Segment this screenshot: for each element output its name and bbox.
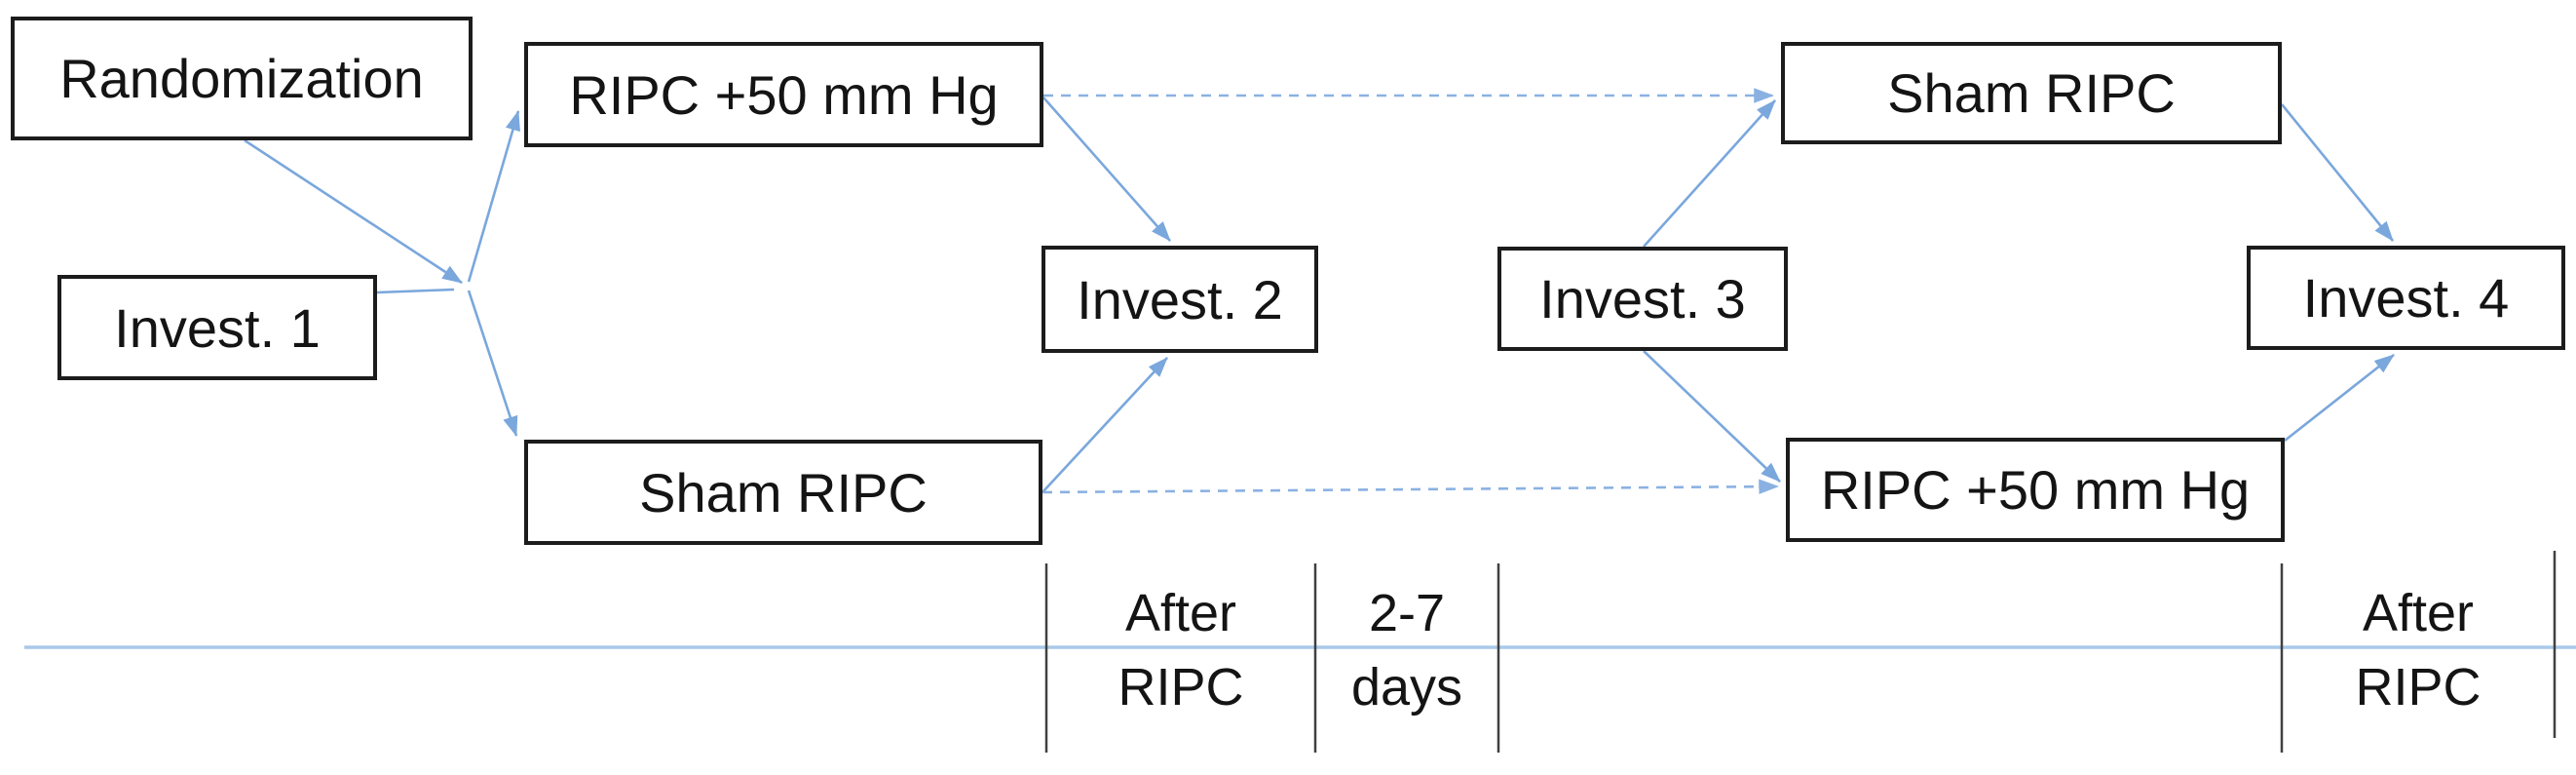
- timeline-label-days-2-7: 2-7 days: [1350, 584, 1463, 717]
- edge-ripc-right-to-invest4: [2284, 353, 2395, 443]
- node-invest-3: Invest. 3: [1497, 247, 1788, 351]
- node-label-ripc-bottom-right: RIPC +50 mm Hg: [1820, 459, 2251, 521]
- node-label-invest-1: Invest. 1: [114, 296, 321, 359]
- node-ripc-bottom-right: RIPC +50 mm Hg: [1786, 438, 2285, 542]
- timeline-label-after-ripc-right: After RIPC: [2355, 584, 2481, 717]
- node-randomization: Randomization: [11, 17, 473, 140]
- node-invest-4: Invest. 4: [2247, 246, 2565, 350]
- node-invest-2: Invest. 2: [1042, 246, 1318, 353]
- edge-ripc-top-to-invest2: [1042, 97, 1171, 242]
- edge-junction-to-sham-bottom: [467, 290, 518, 437]
- node-label-ripc-top-left: RIPC +50 mm Hg: [569, 63, 999, 126]
- edge-sham-bottom-to-invest2: [1042, 357, 1168, 493]
- edge-sham-bottom-to-ripc-right-dashed: [1042, 479, 1780, 494]
- edge-randomization-to-junction: [244, 138, 463, 285]
- node-label-invest-3: Invest. 3: [1539, 268, 1746, 329]
- node-invest-1: Invest. 1: [57, 275, 377, 380]
- edge-invest3-to-ripc-right: [1643, 350, 1781, 483]
- edge-sham-right-to-invest4: [2280, 103, 2395, 242]
- node-label-invest-4: Invest. 4: [2302, 267, 2510, 329]
- node-label-sham-top-right: Sham RIPC: [1887, 62, 2176, 124]
- node-sham-bottom-left: Sham RIPC: [524, 440, 1042, 545]
- node-label-sham-bottom-left: Sham RIPC: [639, 461, 928, 523]
- node-sham-top-right: Sham RIPC: [1781, 42, 2282, 144]
- node-label-randomization: Randomization: [59, 48, 424, 109]
- edge-invest3-to-sham-right: [1643, 99, 1776, 248]
- timeline-label-after-ripc-left: After RIPC: [1118, 584, 1244, 717]
- edge-junction-to-ripc-top: [467, 110, 520, 283]
- node-label-invest-2: Invest. 2: [1077, 268, 1283, 330]
- edge-invest1-to-junction: [376, 288, 455, 294]
- node-ripc-top-left: RIPC +50 mm Hg: [524, 42, 1043, 147]
